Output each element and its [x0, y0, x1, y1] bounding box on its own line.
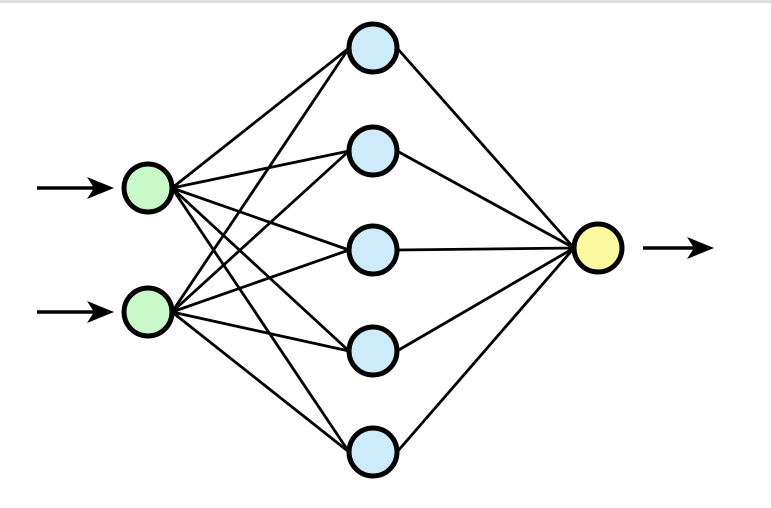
input-arrow-1-head — [87, 177, 114, 199]
input-node-1 — [121, 161, 175, 215]
edge-in2-h4 — [171, 310, 350, 353]
edge-h5-out — [395, 247, 576, 453]
output-node-1 — [571, 221, 625, 275]
edge-h4-out — [396, 246, 575, 353]
input-arrow-2-head — [87, 301, 114, 323]
hidden-node-5 — [346, 425, 400, 479]
edge-in2-h2 — [171, 149, 350, 314]
edge-in2-h3 — [171, 248, 350, 314]
hidden-node-2 — [346, 124, 400, 178]
edge-in1-h5 — [170, 187, 351, 453]
hidden-node-3 — [346, 223, 400, 277]
edge-h2-out — [396, 149, 575, 250]
edge-h3-out — [396, 246, 575, 252]
edge-in2-h5 — [171, 310, 350, 454]
hidden-node-4 — [346, 324, 400, 378]
edge-in1-h3 — [171, 186, 350, 252]
edge-in2-h1 — [170, 47, 351, 313]
edge-in1-h4 — [171, 186, 350, 353]
edge-h1-out — [395, 47, 576, 249]
output-arrow-head — [687, 237, 714, 259]
window-top-border — [0, 0, 771, 3]
edge-in1-h2 — [171, 149, 350, 190]
input-node-2 — [121, 285, 175, 339]
edge-in1-h1 — [171, 46, 350, 190]
hidden-node-1 — [346, 21, 400, 75]
